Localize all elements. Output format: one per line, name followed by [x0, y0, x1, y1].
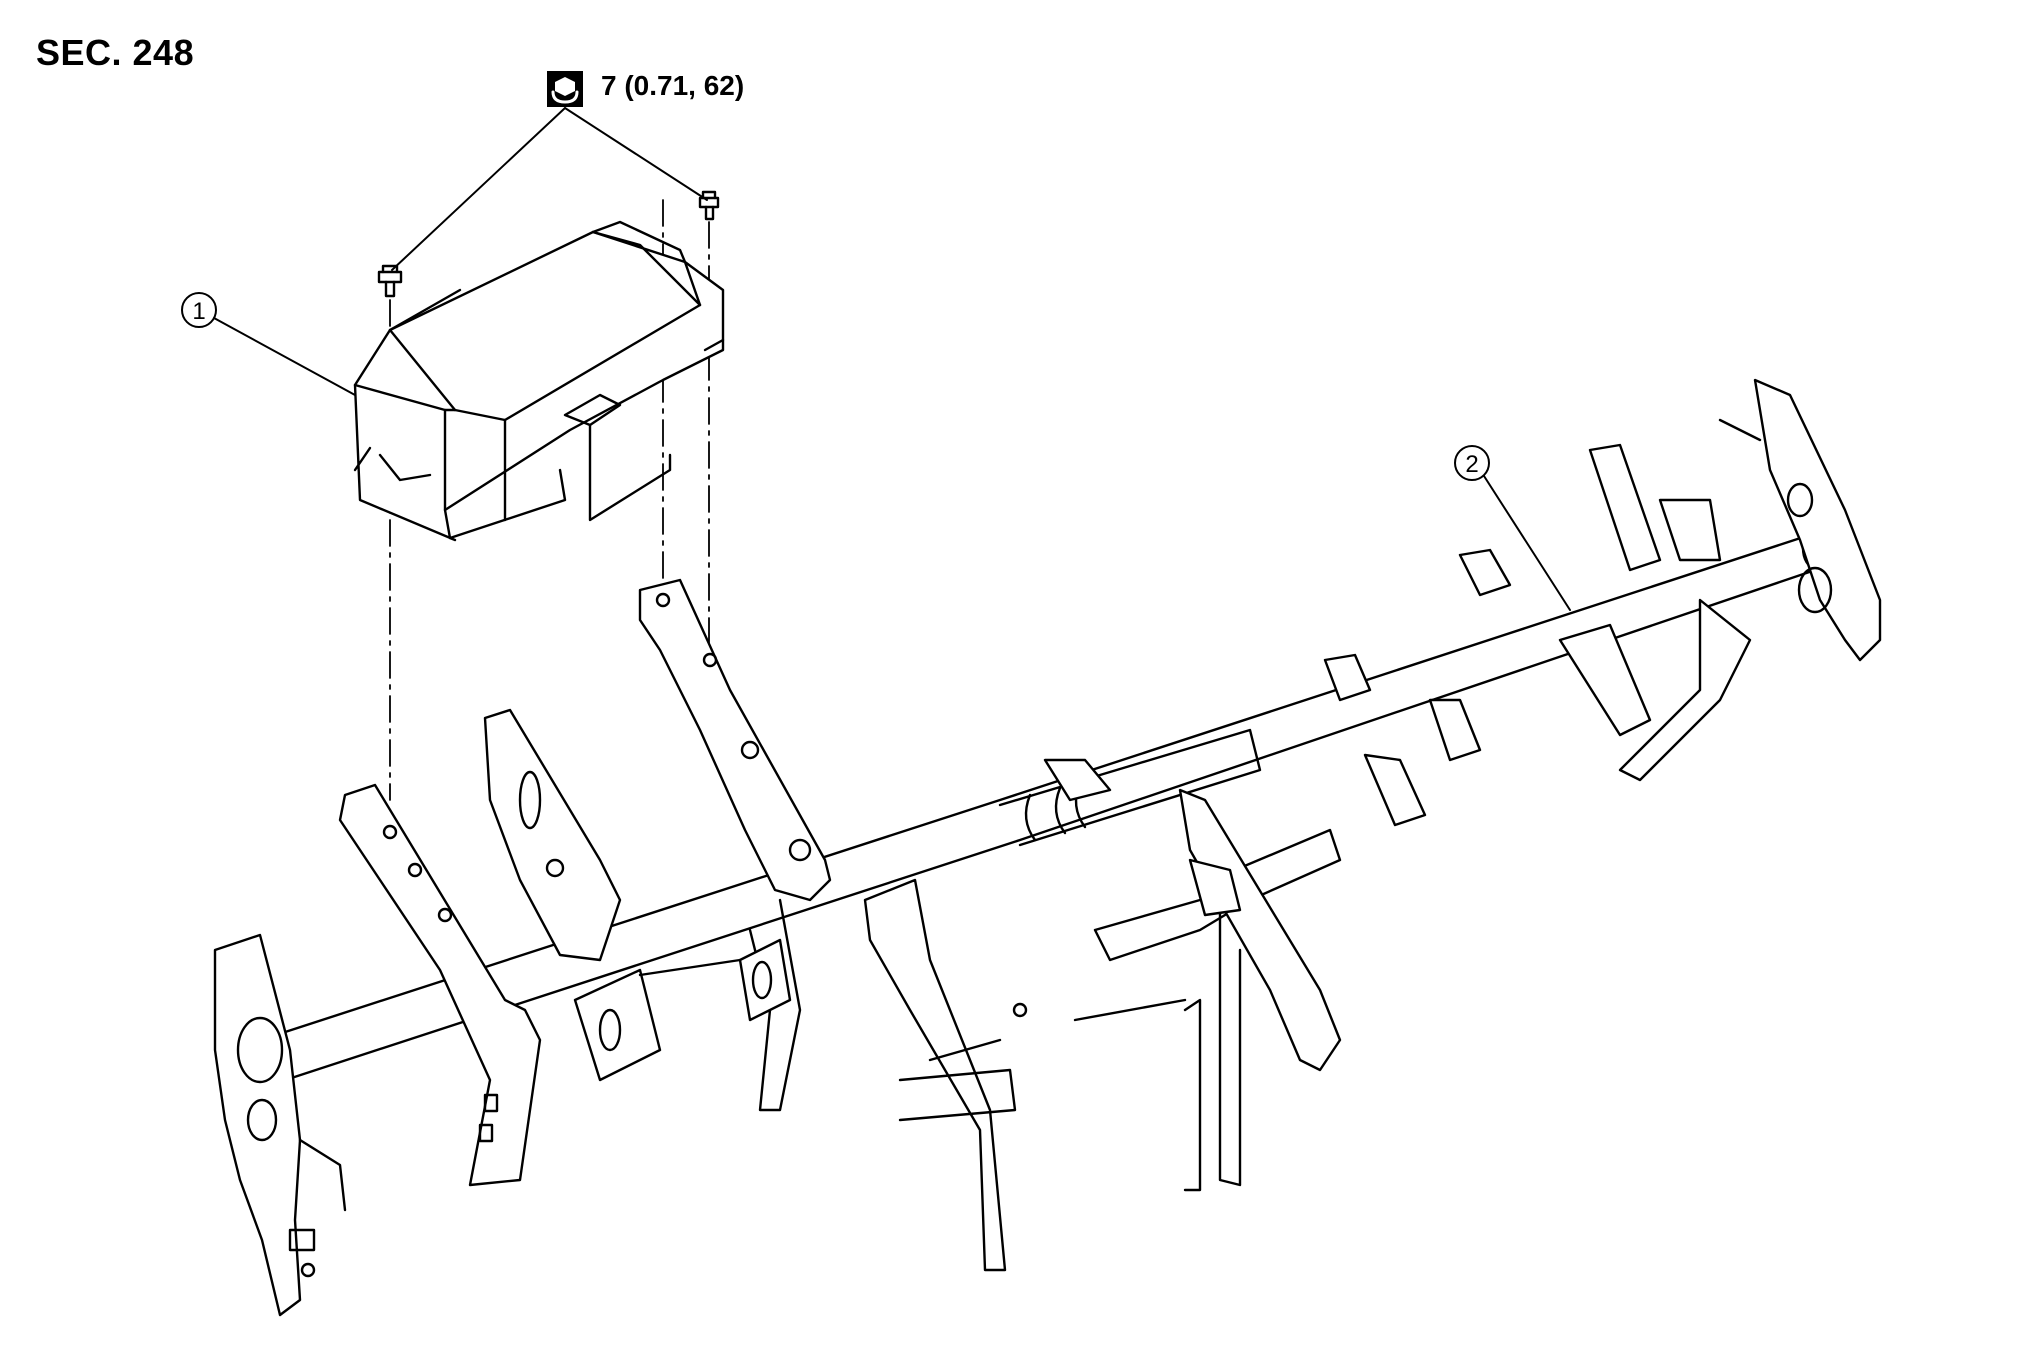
bolt-left: [377, 264, 403, 298]
torque-spec-label: 7 (0.71, 62): [601, 70, 745, 101]
callout-1: 1: [181, 292, 356, 396]
part-1-box-bracket: [353, 220, 725, 542]
torque-wrench-icon: [547, 71, 583, 107]
torque-leader-lines: [391, 107, 708, 271]
callout-1-number: 1: [192, 298, 205, 325]
bolt-right: [698, 190, 720, 221]
callout-2-number: 2: [1465, 451, 1478, 478]
part-2-steering-member: [213, 378, 1882, 1317]
callout-2: 2: [1454, 445, 1571, 611]
section-label: SEC. 248: [36, 32, 195, 73]
